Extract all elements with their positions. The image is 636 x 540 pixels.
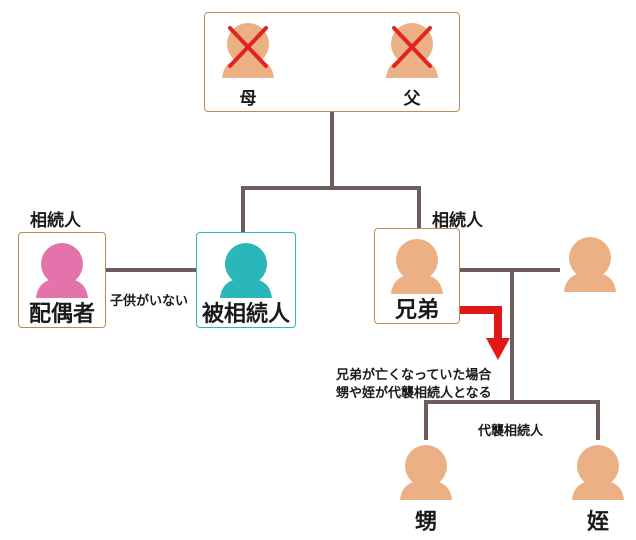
replacement-arrow-icon xyxy=(460,306,510,360)
spouse-body xyxy=(36,278,88,298)
parents-stem xyxy=(330,62,334,190)
spouse-head xyxy=(41,243,83,285)
sibling-body xyxy=(391,274,443,294)
sibling-spouse-body xyxy=(564,272,616,292)
niece-person-icon xyxy=(572,445,624,500)
children-bar xyxy=(241,186,421,190)
nephew-label: 甥 xyxy=(414,510,437,535)
nephews-bar xyxy=(424,400,600,404)
couple-note: 子供がいない xyxy=(110,294,189,309)
sibling-head xyxy=(396,239,438,281)
children-heir-tag: 代襲相続人 xyxy=(478,424,544,439)
nephew-drop xyxy=(424,400,428,440)
sibling-drop xyxy=(417,186,421,228)
father-body xyxy=(386,58,438,78)
decedent-person-icon xyxy=(220,243,272,298)
nephew-person-icon xyxy=(400,445,452,500)
mother-body xyxy=(222,58,274,78)
note-line-1: 兄弟が亡くなっていた場合 xyxy=(336,368,492,383)
decedent-body xyxy=(220,278,272,298)
sibling-person-icon xyxy=(391,239,443,294)
nephew-body xyxy=(400,480,452,500)
spouse-label: 配偶者 xyxy=(28,302,95,327)
nephew-head xyxy=(405,445,447,487)
decedent-drop xyxy=(241,186,245,234)
father-label: 父 xyxy=(403,89,421,109)
mother-cross-icon xyxy=(228,26,268,68)
sibling-spouse-head xyxy=(569,237,611,279)
spouse-person-icon xyxy=(36,243,88,298)
marriage-line xyxy=(106,268,196,272)
niece-head xyxy=(577,445,619,487)
decedent-label: 被相続人 xyxy=(201,302,290,327)
mother-person-icon xyxy=(222,23,274,78)
sibling-heir-tag: 相続人 xyxy=(432,211,483,231)
sibling-label: 兄弟 xyxy=(394,298,439,323)
niece-body xyxy=(572,480,624,500)
spouse-heir-tag: 相続人 xyxy=(30,211,81,231)
mother-label: 母 xyxy=(239,89,257,109)
sibling-children-stem xyxy=(510,268,514,402)
niece-drop xyxy=(596,400,600,440)
father-person-icon xyxy=(386,23,438,78)
note-line-2: 甥や姪が代襲相続人となる xyxy=(336,386,492,401)
decedent-head xyxy=(225,243,267,285)
father-cross-icon xyxy=(392,26,432,68)
niece-label: 姪 xyxy=(586,510,609,535)
sibling-spouse-person-icon xyxy=(564,237,616,292)
